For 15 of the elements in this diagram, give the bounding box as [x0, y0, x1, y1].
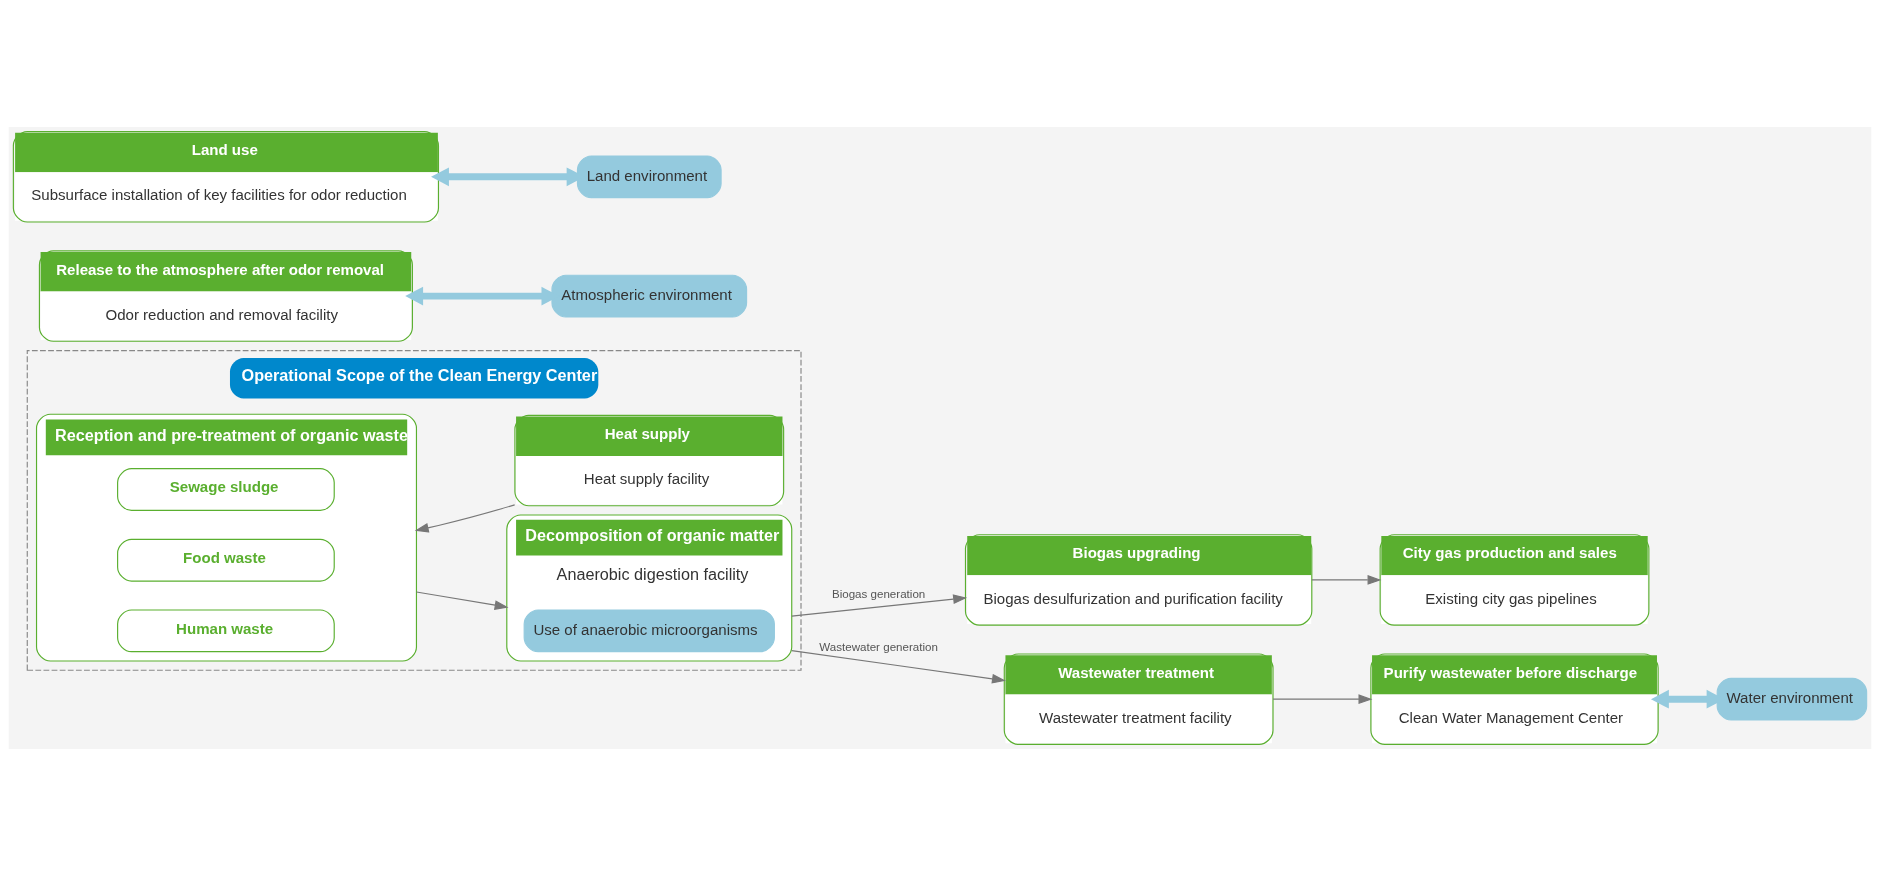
node-box: Human waste: [117, 609, 335, 653]
edge-label: Wastewater generation: [819, 640, 938, 653]
node-box: Water environment: [1716, 677, 1868, 721]
arrow: [791, 650, 1006, 684]
arrow: [1272, 694, 1373, 705]
arrow: [791, 594, 968, 617]
edge-label: Biogas generation: [831, 588, 926, 601]
arrow: [1311, 575, 1382, 585]
node-box: Sewage sludge: [117, 468, 335, 511]
node-box: Atmospheric environment: [551, 274, 748, 318]
arrow: [415, 591, 509, 610]
arrow: [414, 504, 516, 533]
node-box: Use of anaerobic microorganisms: [523, 609, 775, 653]
node-box: Land environment: [576, 155, 722, 199]
node-box: Food waste: [117, 538, 335, 582]
